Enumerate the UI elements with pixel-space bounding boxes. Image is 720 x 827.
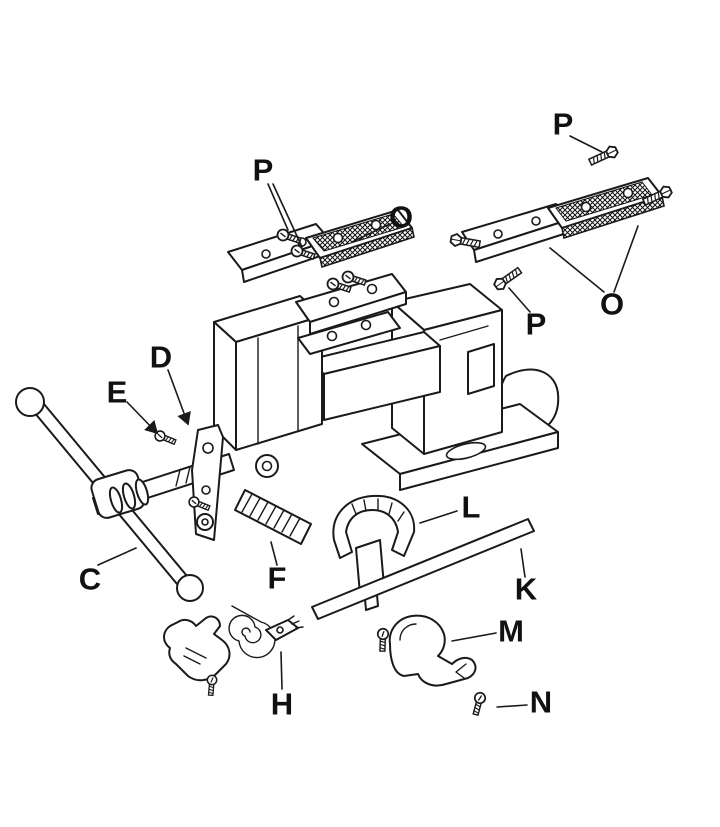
spiral-spring xyxy=(228,605,276,659)
beam-clamp xyxy=(332,494,416,559)
label-d: D xyxy=(149,339,173,375)
label-f: F xyxy=(267,560,287,596)
pawl-lever xyxy=(163,615,231,682)
jaw-plate-knurled-right xyxy=(547,177,665,240)
spring-bracket xyxy=(388,614,477,687)
handle-ball-bottom xyxy=(176,574,204,602)
jaw-bolt-bottom xyxy=(491,264,525,293)
guide-bracket xyxy=(191,424,224,541)
label-c: C xyxy=(78,561,102,597)
label-p-bottom-right: P xyxy=(525,306,547,342)
label-n: N xyxy=(529,684,553,720)
pawl-screw xyxy=(205,674,218,697)
jaw-plate-knurled-center xyxy=(305,209,415,269)
label-l: L xyxy=(461,489,481,525)
handle-ball-top xyxy=(15,387,45,417)
rear-jaw-body xyxy=(391,283,503,455)
leader-lines xyxy=(97,135,639,708)
label-e: E xyxy=(106,374,128,410)
label-p-top-right: P xyxy=(552,106,574,142)
label-m: M xyxy=(498,613,524,649)
flat-bar xyxy=(311,518,535,620)
label-p-left: P xyxy=(252,152,274,188)
front-jaw xyxy=(213,295,323,478)
label-k: K xyxy=(514,571,538,607)
coil-spring xyxy=(234,489,312,545)
bracket-screw-n xyxy=(469,690,488,717)
label-o-center: O xyxy=(388,199,414,235)
front-jaw-slab xyxy=(297,311,401,355)
label-h: H xyxy=(270,686,294,722)
ratchet-piece xyxy=(265,615,304,641)
label-o-right: O xyxy=(599,286,625,322)
base-bolt-slot xyxy=(445,441,487,461)
rear-jaw-slab xyxy=(295,273,407,335)
bracket-screw-m xyxy=(376,627,390,653)
